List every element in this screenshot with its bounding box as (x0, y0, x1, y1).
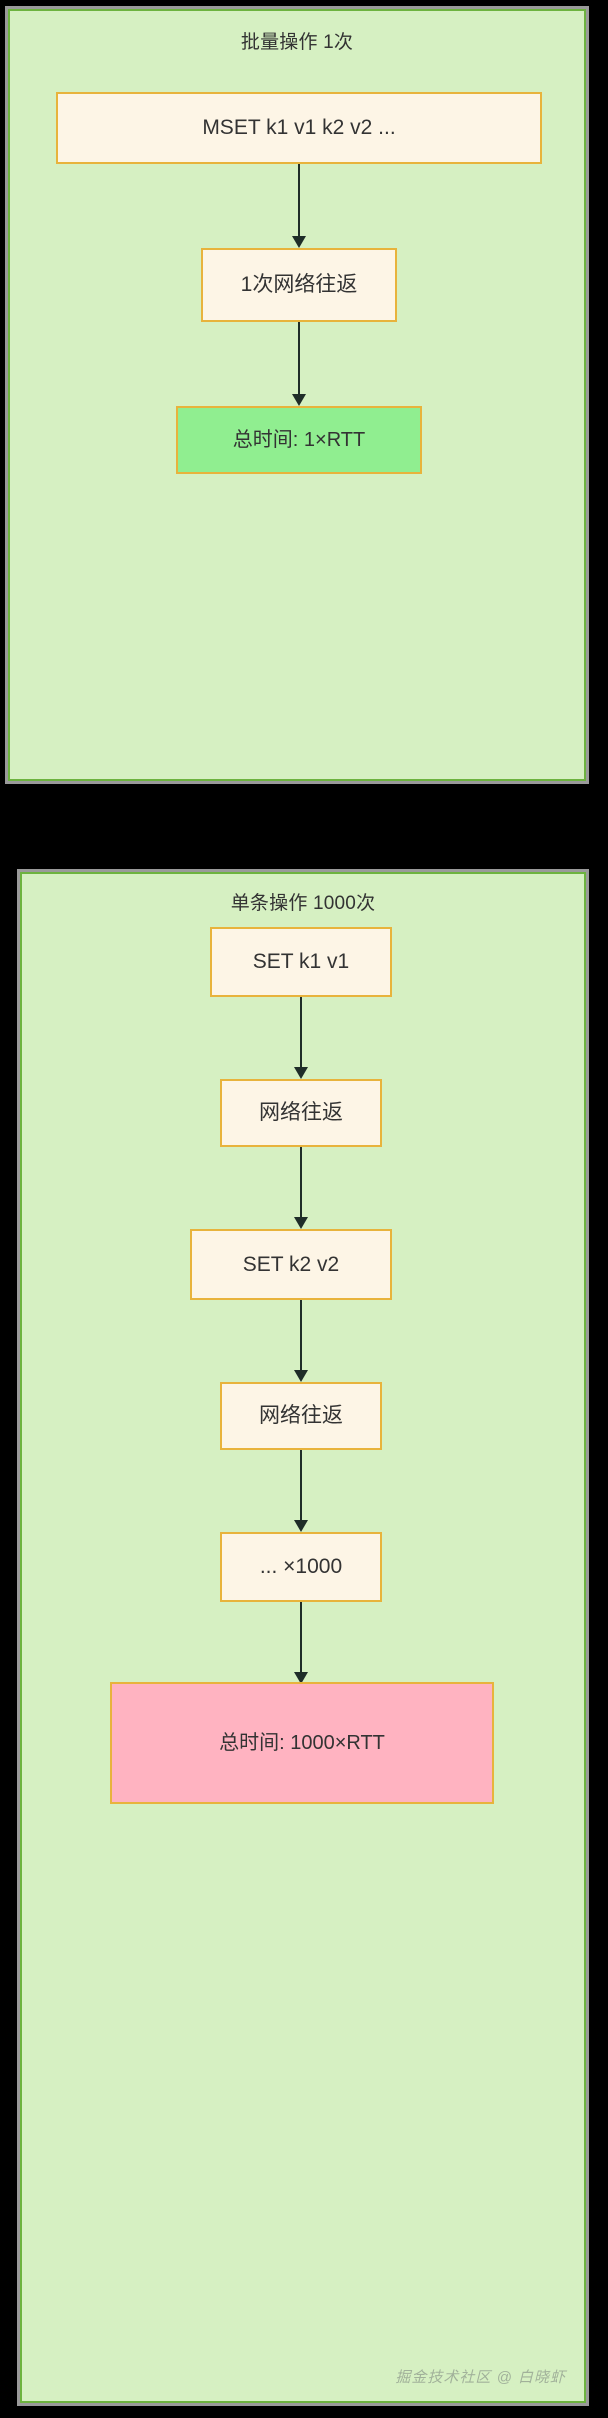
subgraph-batch-operation: 批量操作 1次 MSET k1 v1 k2 v2 ... 1次网络往返 总时间:… (5, 6, 589, 784)
subgraph-single-operation: 单条操作 1000次 SET k1 v1 网络往返 SET k2 v2 网络往返… (17, 869, 589, 2406)
subgraph-title-single: 单条操作 1000次 (230, 893, 376, 914)
node-mset-command[interactable]: MSET k1 v1 k2 v2 ... (56, 92, 542, 164)
arrow-roundtrip-to-total (290, 322, 308, 406)
arrow-mset-to-roundtrip (290, 164, 308, 248)
node-set-k2-command[interactable]: SET k2 v2 (190, 1229, 392, 1300)
arrow-set-k2-to-roundtrip-2 (292, 1300, 310, 1382)
node-total-time-batch[interactable]: 总时间: 1×RTT (176, 406, 422, 474)
node-network-roundtrip-1[interactable]: 网络往返 (220, 1079, 382, 1147)
node-set-k1-command[interactable]: SET k1 v1 (210, 927, 392, 997)
node-network-roundtrip-2[interactable]: 网络往返 (220, 1382, 382, 1450)
arrow-roundtrip-2-to-repeat (292, 1450, 310, 1532)
arrow-set-k1-to-roundtrip-1 (292, 997, 310, 1079)
arrow-repeat-to-total (292, 1602, 310, 1684)
arrow-roundtrip-1-to-set-k2 (292, 1147, 310, 1229)
node-one-network-roundtrip[interactable]: 1次网络往返 (201, 248, 397, 322)
node-total-time-single[interactable]: 总时间: 1000×RTT (110, 1682, 494, 1804)
node-repeat-1000[interactable]: ... ×1000 (220, 1532, 382, 1602)
subgraph-title-batch: 批量操作 1次 (240, 32, 354, 53)
watermark-text: 掘金技术社区 @ 白晓虾 (395, 2369, 566, 2386)
